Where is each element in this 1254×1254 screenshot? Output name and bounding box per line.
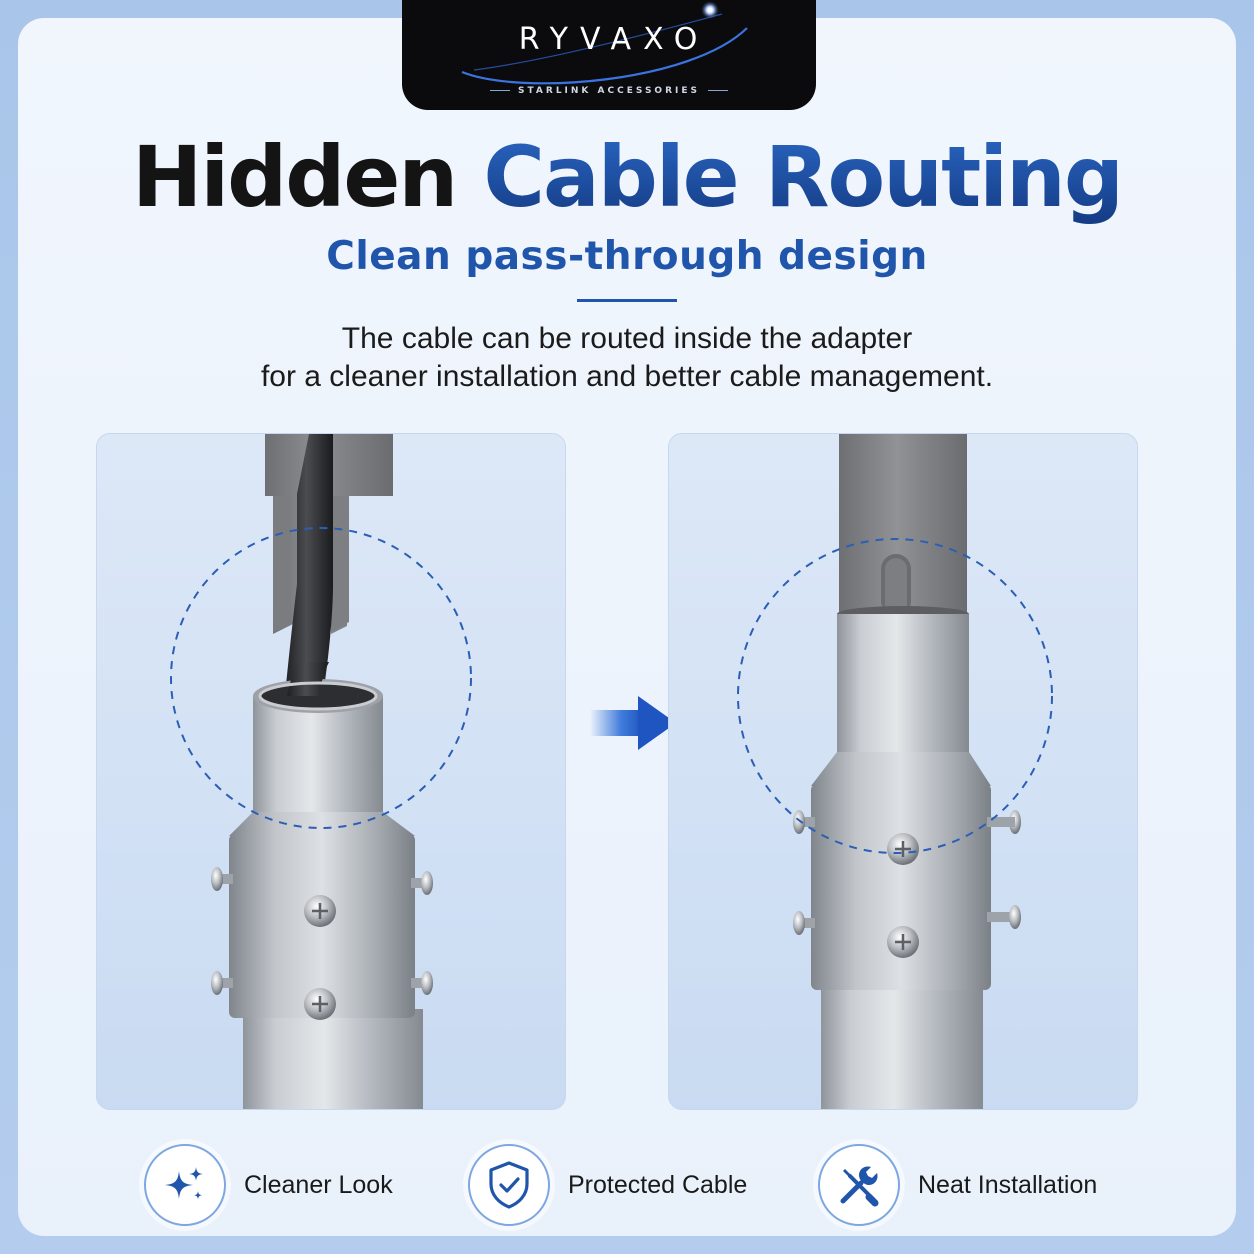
title-part-blue: Cable Routing [483, 128, 1124, 226]
side-screw [411, 871, 433, 895]
side-screw [793, 911, 815, 935]
sparkle-icon [144, 1144, 226, 1226]
adapter-hidden-cable-illustration [737, 434, 1053, 1109]
side-screw [211, 971, 233, 995]
side-screw [411, 971, 433, 995]
orbit-swoosh-icon [461, 1, 748, 85]
arrow-right-icon [590, 696, 676, 750]
front-screw [887, 926, 919, 958]
subtitle: Clean pass-through design [326, 234, 928, 279]
shield-check-icon [468, 1144, 550, 1226]
feature-label: Neat Installation [918, 1170, 1098, 1199]
brand-logo: RYVAXO STARLINK ACCESSORIES [402, 0, 816, 110]
description: The cable can be routed inside the adapt… [0, 320, 1254, 396]
description-line-1: The cable can be routed inside the adapt… [341, 322, 913, 355]
feature-protected-cable: Protected Cable [468, 1143, 747, 1227]
page-title: Hidden Cable Routing [0, 128, 1254, 226]
side-screw [987, 905, 1021, 929]
front-screw [887, 833, 919, 865]
brand-tagline: STARLINK ACCESSORIES [402, 86, 816, 96]
side-screw [793, 810, 815, 834]
side-screw [211, 867, 233, 891]
title-part-dark: Hidden [132, 128, 458, 226]
feature-neat-installation: Neat Installation [818, 1143, 1097, 1227]
front-screw [304, 988, 336, 1020]
panel-after [668, 433, 1138, 1110]
panel-before [96, 433, 566, 1110]
feature-label: Cleaner Look [244, 1170, 393, 1199]
front-screw [304, 895, 336, 927]
feature-cleaner-look: Cleaner Look [144, 1143, 393, 1227]
title-divider [577, 299, 677, 302]
side-screw [987, 810, 1021, 834]
tools-icon [818, 1144, 900, 1226]
feature-label: Protected Cable [568, 1170, 748, 1199]
brand-name: RYVAXO [518, 22, 710, 57]
description-line-2: for a cleaner installation and better ca… [260, 360, 994, 393]
adapter-exposed-cable-illustration [170, 434, 472, 1109]
